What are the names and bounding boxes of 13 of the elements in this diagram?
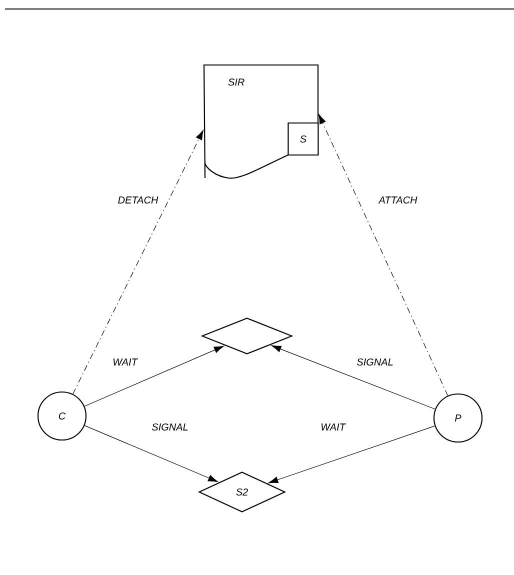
- edge-label: DETACH: [116, 195, 160, 205]
- edge-label: WAIT: [320, 422, 346, 432]
- arrow: [318, 114, 448, 396]
- arrow: [72, 130, 204, 394]
- arrow: [84, 425, 218, 482]
- s-box: S: [288, 122, 319, 156]
- arrow: [268, 426, 436, 484]
- edge-label: ATTACH: [378, 195, 418, 205]
- arrow: [84, 346, 224, 407]
- edge-label: SIGNAL: [150, 422, 190, 432]
- arrow: [271, 345, 436, 410]
- edge-label: SIGNAL: [356, 357, 394, 367]
- edge-label: WAIT: [112, 358, 138, 366]
